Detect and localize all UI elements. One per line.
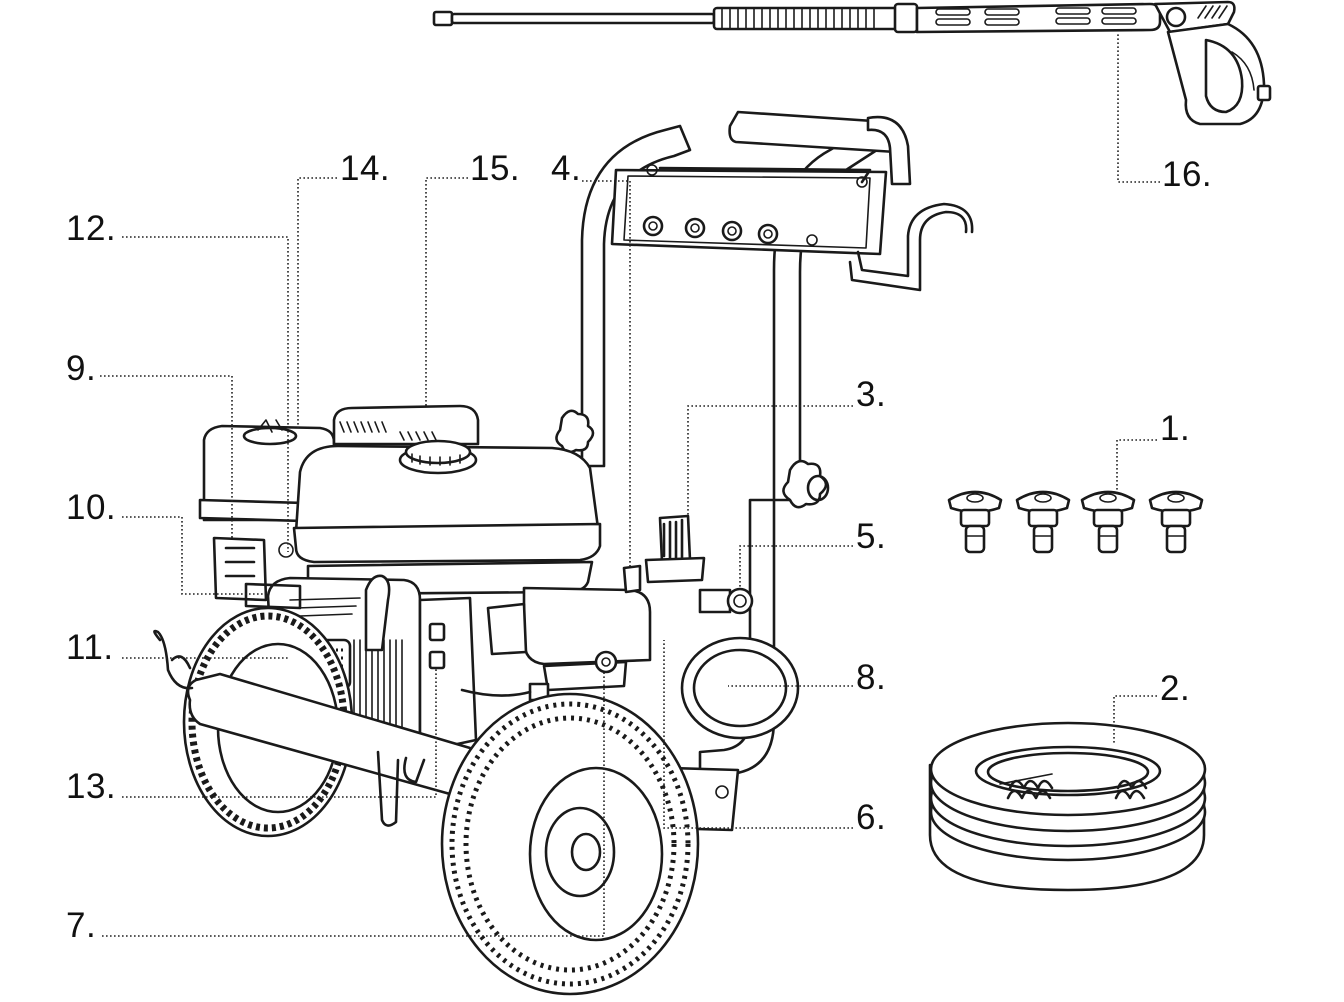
hose-fitting-right [1114, 779, 1148, 800]
pump-illustration [460, 514, 754, 702]
hose-fitting-left [999, 773, 1054, 800]
callout-15: 15. [470, 149, 520, 188]
callout-11: 11. [66, 628, 114, 667]
frame-knob-right [782, 459, 830, 509]
callout-7: 7. [66, 906, 96, 945]
spray-wand-illustration [432, 0, 1272, 126]
callout-13: 13. [66, 767, 116, 806]
high-pressure-hose-illustration [928, 721, 1207, 892]
callout-16: 16. [1162, 155, 1212, 194]
quick-connect-nozzles-illustration [947, 490, 1204, 554]
callout-12: 12. [66, 209, 116, 248]
callout-8: 8. [856, 658, 886, 697]
callout-2: 2. [1160, 669, 1190, 708]
hose-reel-illustration [680, 636, 800, 740]
callout-9: 9. [66, 349, 96, 388]
callout-4: 4. [551, 149, 581, 188]
leader-lines [100, 32, 1160, 937]
callout-labels: 1. 2. 3. 4. 5. 6. 7. 8. 9. 10. 11. 12. 1… [66, 149, 1212, 945]
callout-5: 5. [856, 517, 886, 556]
callout-1: 1. [1160, 409, 1190, 448]
callout-10: 10. [66, 488, 116, 527]
frame-knob-left [555, 409, 595, 454]
callout-14: 14. [340, 149, 390, 188]
front-wheel-illustration [440, 692, 700, 996]
callout-6: 6. [856, 798, 886, 837]
callout-3: 3. [856, 375, 886, 414]
